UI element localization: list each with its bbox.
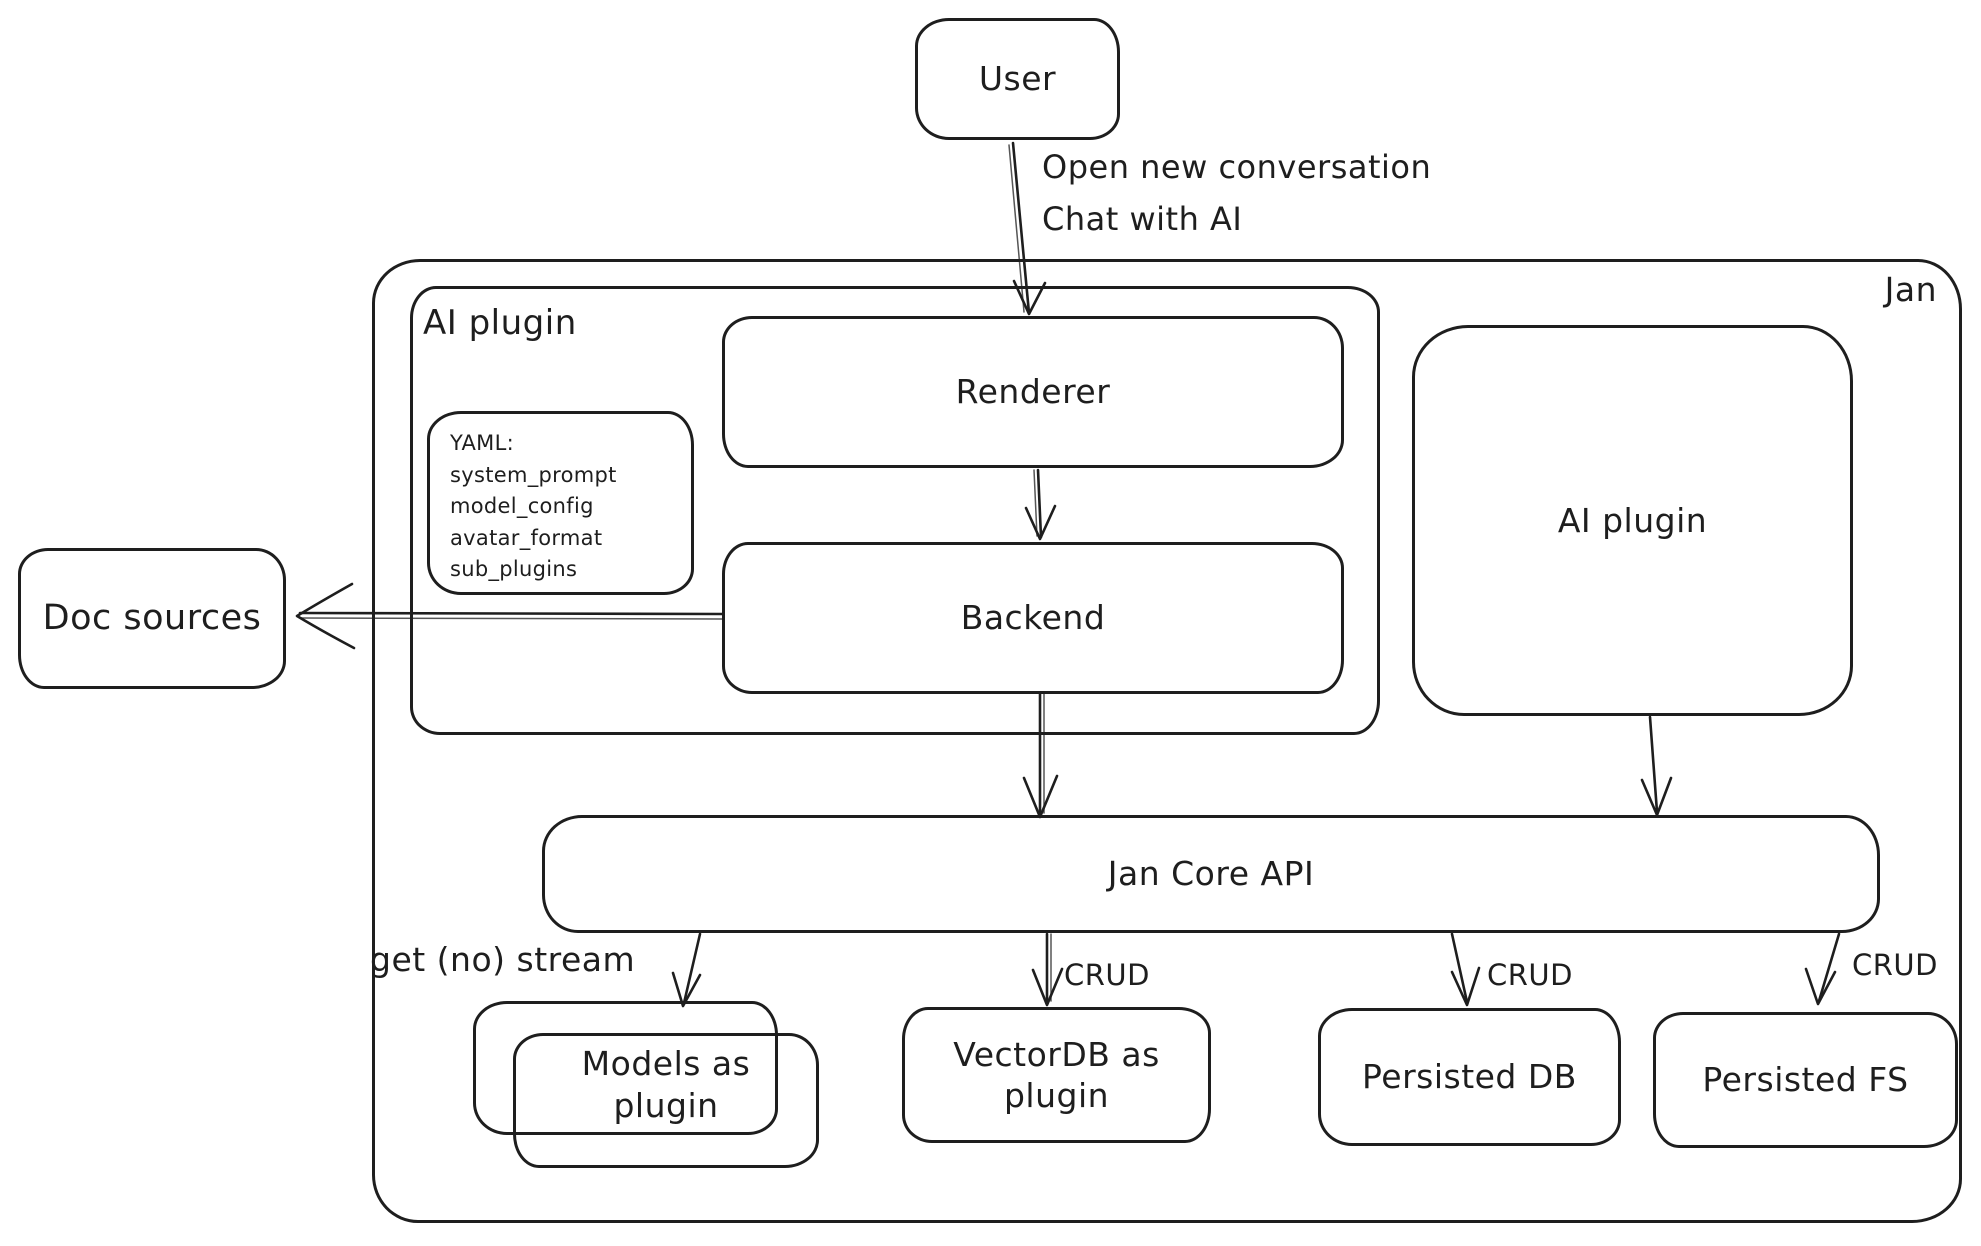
yaml-line-avatar-format: avatar_format (450, 525, 603, 550)
jan-core-api-node: Jan Core API (542, 815, 1880, 933)
backend-node-label: Backend (960, 598, 1106, 638)
persisted-fs-node: Persisted FS (1653, 1012, 1958, 1148)
renderer-node: Renderer (722, 316, 1344, 468)
models-plugin-label: Models as plugin (581, 1044, 751, 1125)
doc-sources-node: Doc sources (18, 548, 286, 689)
models-plugin-node-back (473, 1001, 778, 1135)
ai-plugin-right-node: AI plugin (1412, 325, 1853, 716)
user-node: User (915, 18, 1120, 140)
ai-plugin-left-container: AI plugin (410, 286, 1380, 735)
models-plugin-node: Models as plugin (513, 1033, 819, 1168)
ai-plugin-left-label: AI plugin (423, 303, 577, 343)
edge-label-crud-persisted-db: CRUD (1487, 958, 1573, 992)
edge-label-open-conversation: Open new conversation (1042, 148, 1432, 186)
persisted-fs-label: Persisted FS (1702, 1060, 1909, 1100)
ai-plugin-right-label: AI plugin (1557, 500, 1708, 540)
yaml-line-system-prompt: system_prompt (450, 462, 617, 487)
yaml-line-title: YAML: (450, 431, 514, 455)
user-node-label: User (978, 59, 1057, 99)
persisted-db-label: Persisted DB (1362, 1057, 1577, 1097)
renderer-node-label: Renderer (955, 372, 1111, 412)
doc-sources-label: Doc sources (42, 597, 262, 638)
backend-node: Backend (722, 542, 1344, 694)
jan-container: Jan (372, 259, 1962, 1223)
yaml-note: YAML: system_prompt model_config avatar_… (427, 411, 694, 595)
vectordb-plugin-label: VectorDB as plugin (953, 1034, 1160, 1115)
edge-label-chat-with-ai: Chat with AI (1042, 200, 1243, 238)
yaml-line-sub-plugins: sub_plugins (450, 557, 578, 581)
jan-container-label: Jan (1884, 270, 1937, 309)
edge-label-crud-vectordb: CRUD (1064, 958, 1150, 992)
jan-core-api-label: Jan Core API (1107, 854, 1315, 894)
persisted-db-node: Persisted DB (1318, 1008, 1621, 1146)
vectordb-plugin-node: VectorDB as plugin (902, 1007, 1211, 1143)
yaml-line-model-config: model_config (450, 494, 594, 518)
edge-label-crud-persisted-fs: CRUD (1852, 948, 1938, 982)
arrowhead-backend-to-docsources (295, 582, 356, 650)
yaml-note-text: YAML: system_prompt model_config avatar_… (430, 414, 627, 596)
edge-label-get-no-stream: get (no) stream (370, 940, 636, 979)
